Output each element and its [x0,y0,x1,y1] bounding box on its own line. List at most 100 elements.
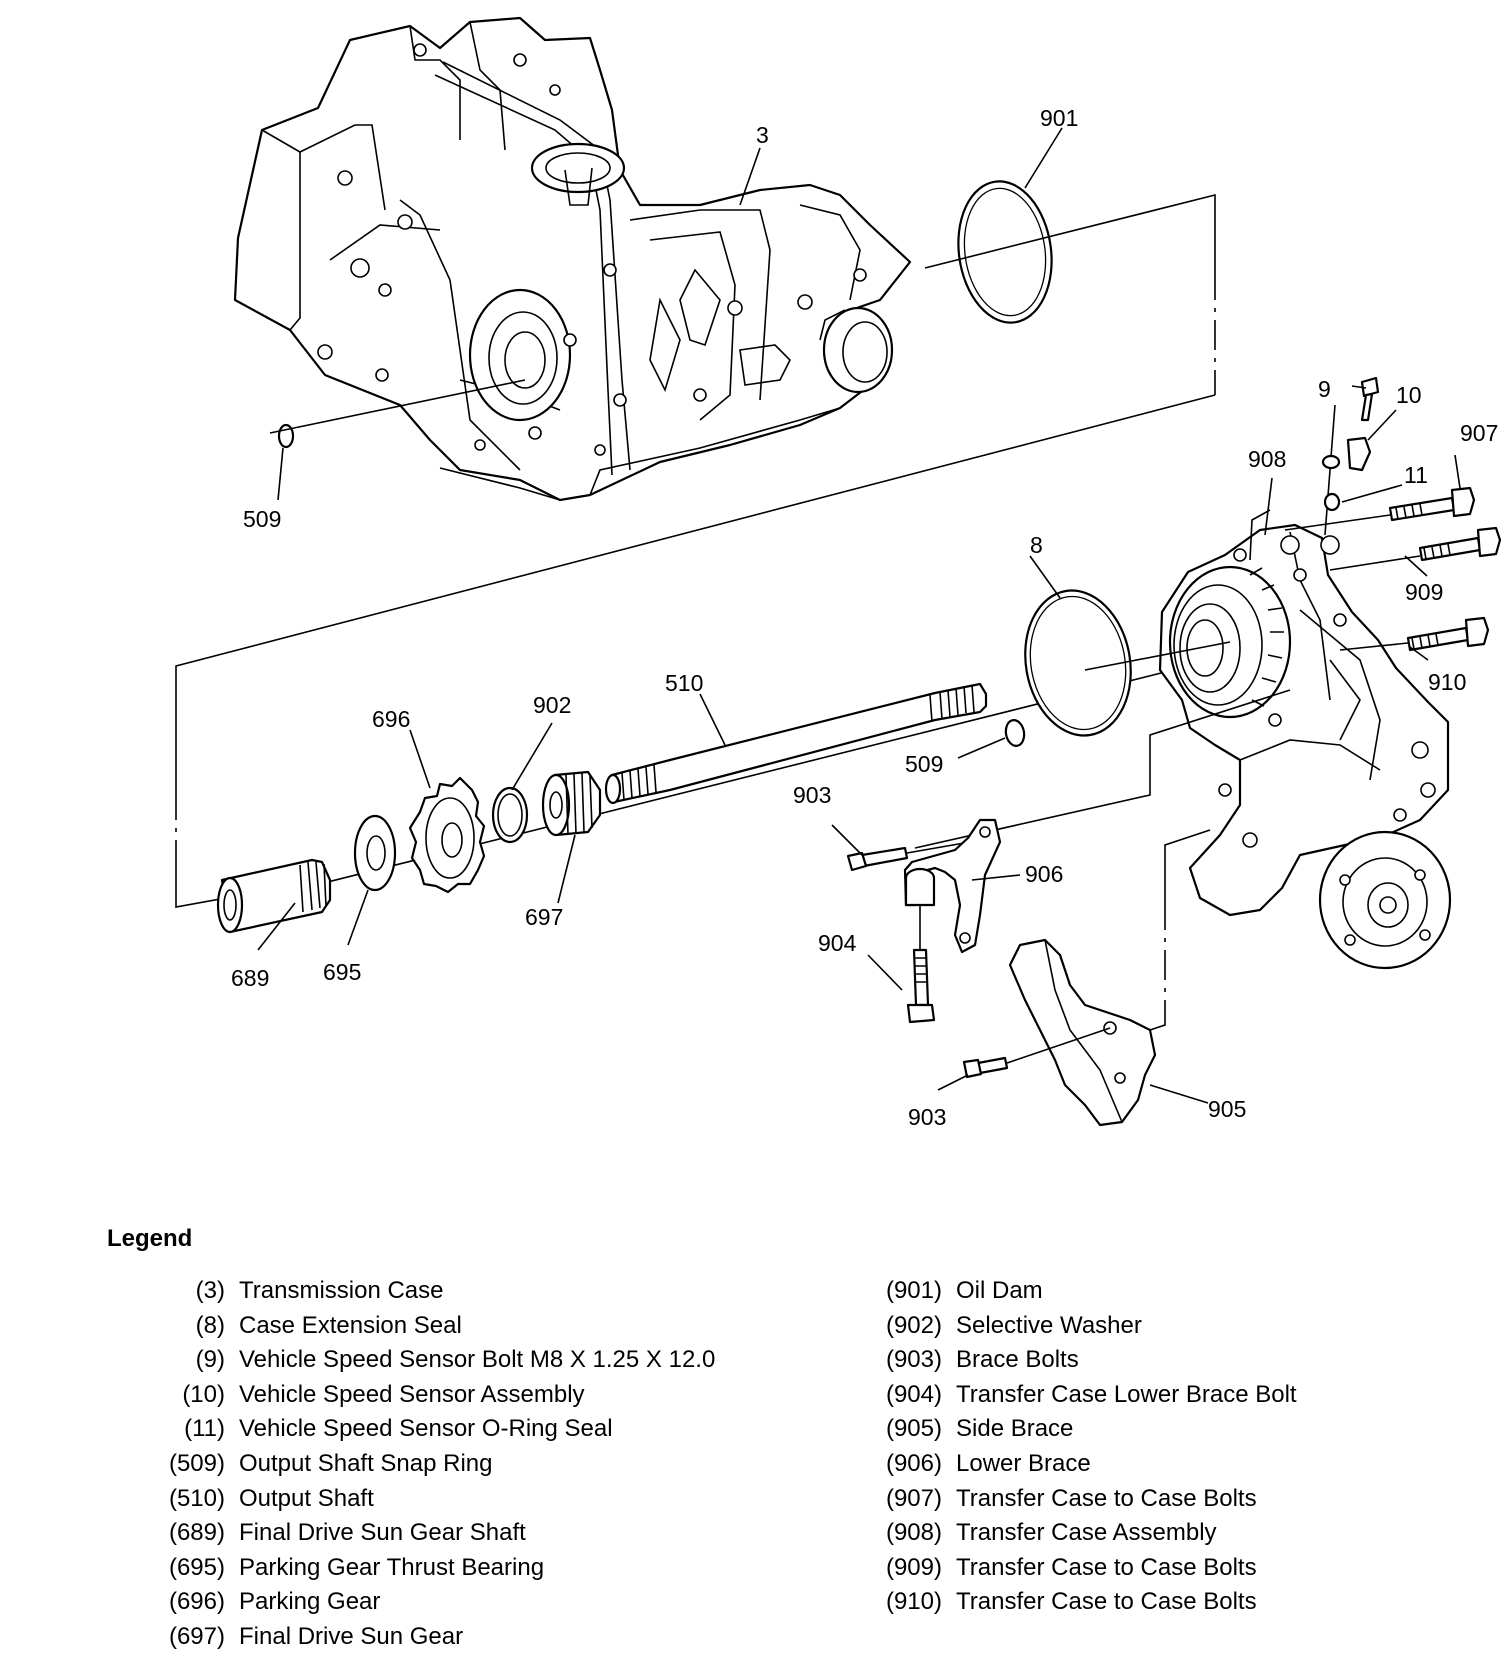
sun-gear-shaft [216,858,332,934]
callout-509-lower: 509 [905,751,943,777]
selective-washer [491,786,529,844]
legend-description: Parking Gear Thrust Bearing [239,1553,545,1581]
leader-lines [257,127,1461,1104]
output-shaft [604,682,988,805]
legend-item: (10) Vehicle Speed Sensor Assembly [128,1381,715,1416]
legend-number: (510) [168,1484,225,1512]
callout-labels: 3 901 509 9 10 907 908 11 8 909 910 510 … [231,105,1498,1130]
legend-item: (909) Transfer Case to Case Bolts [868,1554,1297,1589]
callout-697: 697 [525,904,563,930]
legend-item: (695) Parking Gear Thrust Bearing [128,1554,715,1589]
vehicle-speed-sensor-group [1321,376,1380,536]
lower-brace [903,818,1002,954]
callout-908: 908 [1248,446,1286,472]
legend-item: (903) Brace Bolts [868,1346,1297,1381]
legend-number: (696) [168,1588,225,1616]
legend-item: (906) Lower Brace [868,1450,1297,1485]
brace-bolt-upper [846,841,971,872]
callout-510: 510 [665,670,703,696]
final-drive-sun-gear [541,770,602,837]
legend-item: (907) Transfer Case to Case Bolts [868,1485,1297,1520]
brace-bolt-lower [962,1027,1111,1079]
legend-item: (3) Transmission Case [128,1277,715,1312]
callout-907: 907 [1460,420,1498,446]
legend-number: (509) [168,1449,225,1477]
legend-item: (697)Final Drive Sun Gear [128,1623,715,1658]
legend-description: Final Drive Sun Gear Shaft [239,1519,526,1547]
exploded-view-diagram: 3 901 509 9 10 907 908 11 8 909 910 510 … [175,16,1502,1130]
lower-brace-bolt [906,905,936,1024]
legend-description: Brace Bolts [956,1346,1079,1374]
callout-904: 904 [818,930,857,956]
legend-description: Transfer Case Lower Brace Bolt [956,1380,1297,1408]
thrust-bearing [353,814,397,892]
legend-description: Selective Washer [956,1311,1142,1339]
callout-695: 695 [323,959,361,985]
callout-906: 906 [1025,861,1063,887]
parking-gear [408,776,486,894]
legend-item: (689) Final Drive Sun Gear Shaft [128,1519,715,1554]
legend-number: (697) [168,1622,225,1650]
legend-item: (9) Vehicle Speed Sensor Bolt M8 X 1.25 X… [128,1346,716,1381]
side-brace [1008,938,1157,1127]
callout-689: 689 [231,965,269,991]
legend-item: (901) Oil Dam [868,1277,1297,1312]
legend-number: (901) [885,1277,942,1304]
callout-903-lower: 903 [908,1104,946,1130]
legend-number: (902) [885,1311,942,1339]
legend-item: (902) Selective Washer [868,1312,1297,1347]
legend-description: Transfer Case to Case Bolts [956,1553,1257,1581]
legend-number: (908) [885,1519,942,1547]
legend-number: (909) [885,1553,942,1581]
callout-509-upper: 509 [243,506,281,532]
legend-item: (904)Transfer Case Lower Brace Bolt [868,1381,1297,1416]
callout-696: 696 [372,706,410,732]
legend-description: Transfer Case to Case Bolts [956,1588,1257,1616]
legend-item: (696) Parking Gear [128,1588,715,1623]
callout-903-upper: 903 [793,782,831,808]
legend-number: (11) [184,1415,225,1443]
legend-description: Transfer Case Assembly [956,1519,1217,1547]
callout-902: 902 [533,692,571,718]
case-extension-seal [1024,589,1132,737]
transmission-case [233,16,912,502]
legend-description: Vehicle Speed Sensor Assembly [239,1380,585,1408]
legend-item: (509)Output Shaft Snap Ring [128,1450,715,1485]
legend-item: (8)Case Extension Seal [128,1312,715,1347]
legend-number: (906) [885,1449,942,1477]
legend-description: Oil Dam [956,1277,1043,1304]
callout-910: 910 [1428,669,1466,695]
legend-number: (695) [168,1553,225,1581]
oil-dam [957,180,1053,324]
legend-column-right: (901) Oil Dam (902) Selective Washer (903)… [868,1277,1297,1623]
legend-number: (905) [885,1415,942,1443]
callout-8: 8 [1030,532,1043,558]
legend-item: (510) Output Shaft [128,1485,715,1520]
legend-number: (689) [168,1519,225,1547]
callout-10: 10 [1396,382,1422,408]
callout-905: 905 [1208,1096,1246,1122]
snap-ring-lower [1004,719,1026,747]
legend-number: (9) [195,1346,225,1374]
callout-3: 3 [756,122,769,148]
transfer-case-bolts [1084,486,1502,671]
legend-description: Parking Gear [239,1588,381,1616]
legend-description: Lower Brace [956,1449,1091,1477]
legend-description: Transfer Case to Case Bolts [956,1484,1257,1512]
legend-item: (11) Vehicle Speed Sensor O-Ring Seal [128,1415,715,1450]
legend-description: Output Shaft [239,1484,374,1512]
legend-number: (3) [195,1277,225,1304]
legend-column-left: (3) Transmission Case (8)Case Extension S… [128,1277,715,1658]
legend-number: (10) [182,1380,225,1408]
legend-number: (907) [885,1484,942,1512]
legend-number: (903) [885,1346,942,1374]
legend-description: Transmission Case [239,1277,444,1304]
legend-number: (8) [195,1311,225,1339]
legend-description: Vehicle Speed Sensor Bolt M8 X 1.25 X 12… [239,1346,716,1374]
callout-11: 11 [1404,462,1428,488]
legend-number: (910) [885,1588,942,1616]
legend-title: Legend [107,1225,193,1252]
legend-description: Vehicle Speed Sensor O-Ring Seal [239,1415,613,1443]
legend-description: Side Brace [956,1415,1074,1443]
legend-item: (910) Transfer Case to Case Bolts [868,1588,1297,1623]
